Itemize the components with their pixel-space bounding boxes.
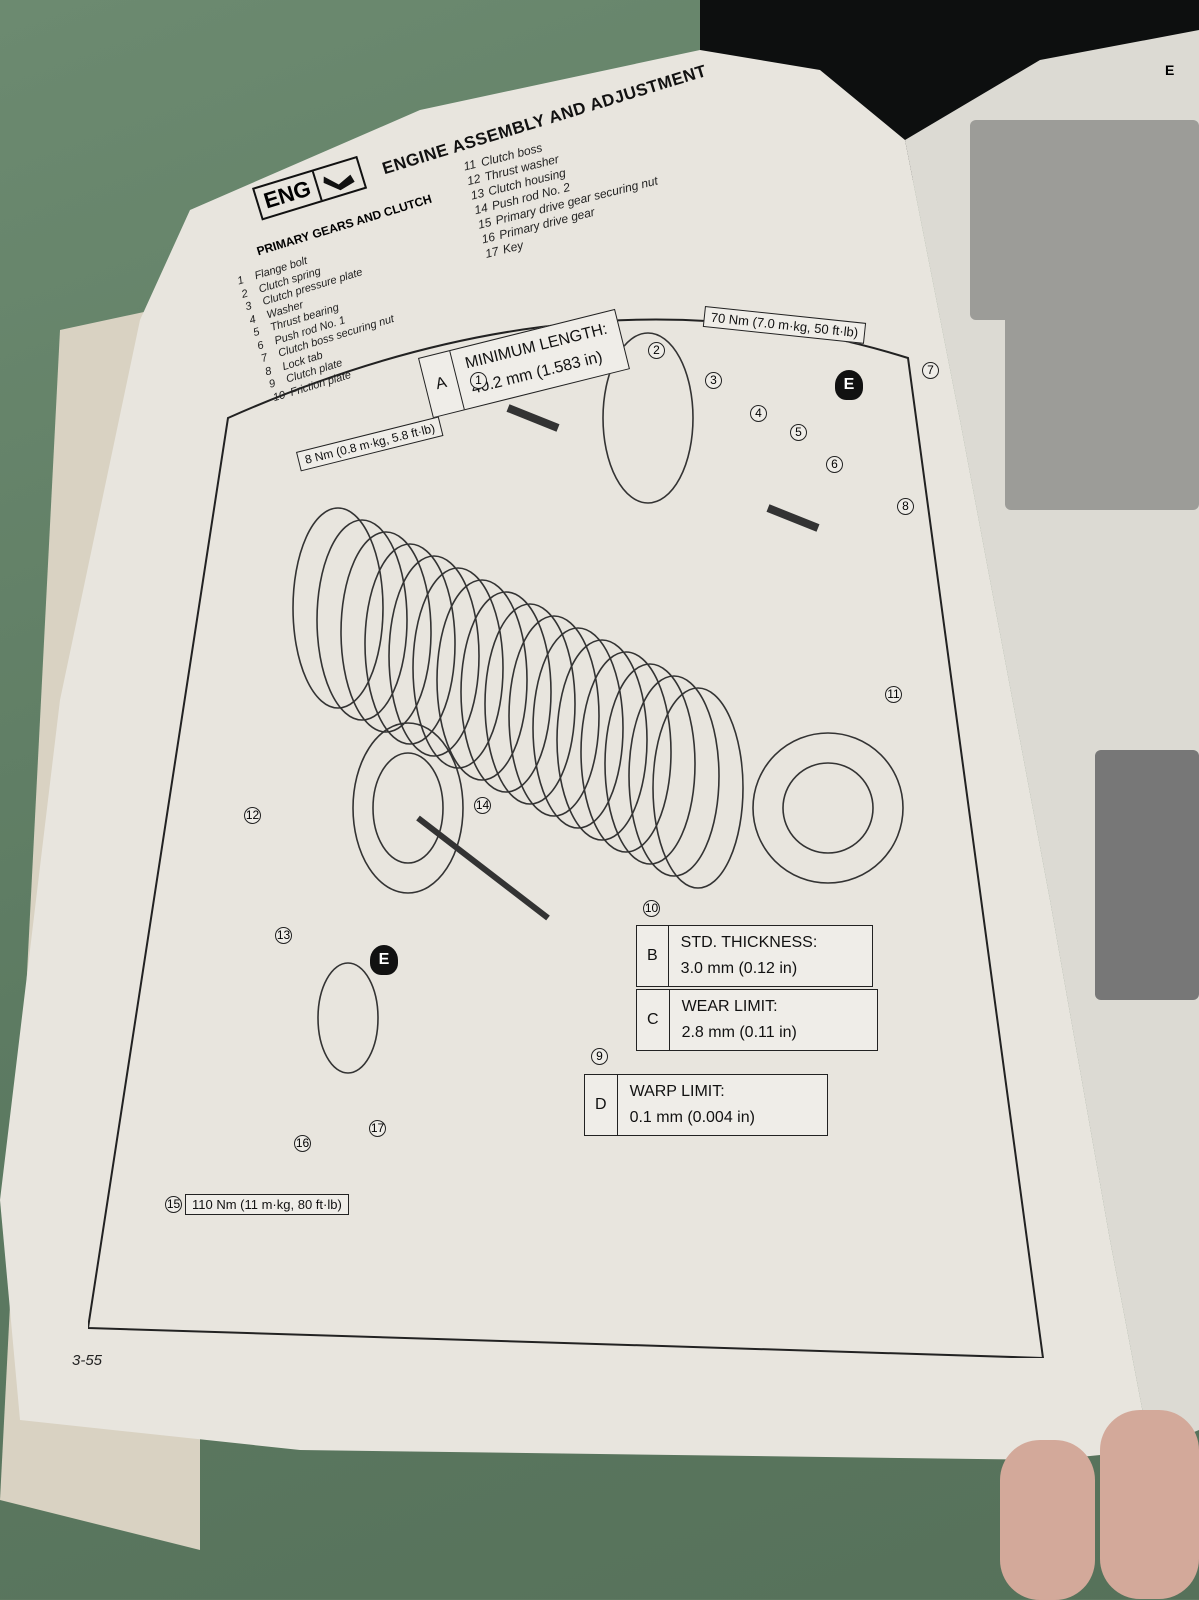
clutch-plate	[412, 567, 504, 769]
clutch-plate	[364, 543, 456, 745]
callout-5: 5	[790, 424, 807, 441]
torque-drive-gear-nut: 110 Nm (11 m·kg, 80 ft·lb)	[185, 1194, 349, 1215]
eng-badge: ENG	[252, 155, 367, 221]
engine-icon	[313, 158, 364, 200]
callout-1: 1	[470, 372, 487, 389]
callout-6: 6	[826, 456, 843, 473]
page-number: 3-55	[72, 1352, 103, 1369]
clutch-plate	[604, 663, 696, 865]
right-page-header: E	[1165, 62, 1175, 78]
oil-mark-icon-2: E	[370, 945, 398, 975]
callout-13: 13	[275, 927, 292, 944]
gear-photo-1	[970, 120, 1199, 320]
callout-11: 11	[885, 686, 902, 703]
callout-14: 14	[474, 797, 491, 814]
engine-photo	[1095, 750, 1199, 1000]
clutch-plate	[556, 639, 648, 841]
clutch-plate	[532, 627, 624, 829]
callout-17: 17	[369, 1120, 386, 1137]
clutch-plate	[436, 579, 528, 781]
callout-16: 16	[294, 1135, 311, 1152]
clutch-plate	[628, 675, 720, 877]
clutch-plate	[316, 519, 408, 721]
callout-8: 8	[897, 498, 914, 515]
clutch-plate	[388, 555, 480, 757]
callout-12: 12	[244, 807, 261, 824]
clutch-plate	[508, 615, 600, 817]
callout-3: 3	[705, 372, 722, 389]
finger	[1100, 1410, 1199, 1599]
clutch-plate	[292, 507, 384, 709]
clutch-plate	[484, 603, 576, 805]
callout-10: 10	[643, 900, 660, 917]
callout-7: 7	[922, 362, 939, 379]
callout-15: 15	[165, 1196, 182, 1213]
clutch-plate	[460, 591, 552, 793]
clutch-plate	[340, 531, 432, 733]
finger	[1000, 1440, 1095, 1600]
callout-2: 2	[648, 342, 665, 359]
clutch-plate	[580, 651, 672, 853]
callout-9: 9	[591, 1048, 608, 1065]
exploded-diagram	[88, 318, 1045, 1358]
oil-mark-icon: E	[835, 370, 863, 400]
clutch-plate	[652, 687, 744, 889]
callout-4: 4	[750, 405, 767, 422]
gear-photo-2	[1005, 300, 1199, 510]
